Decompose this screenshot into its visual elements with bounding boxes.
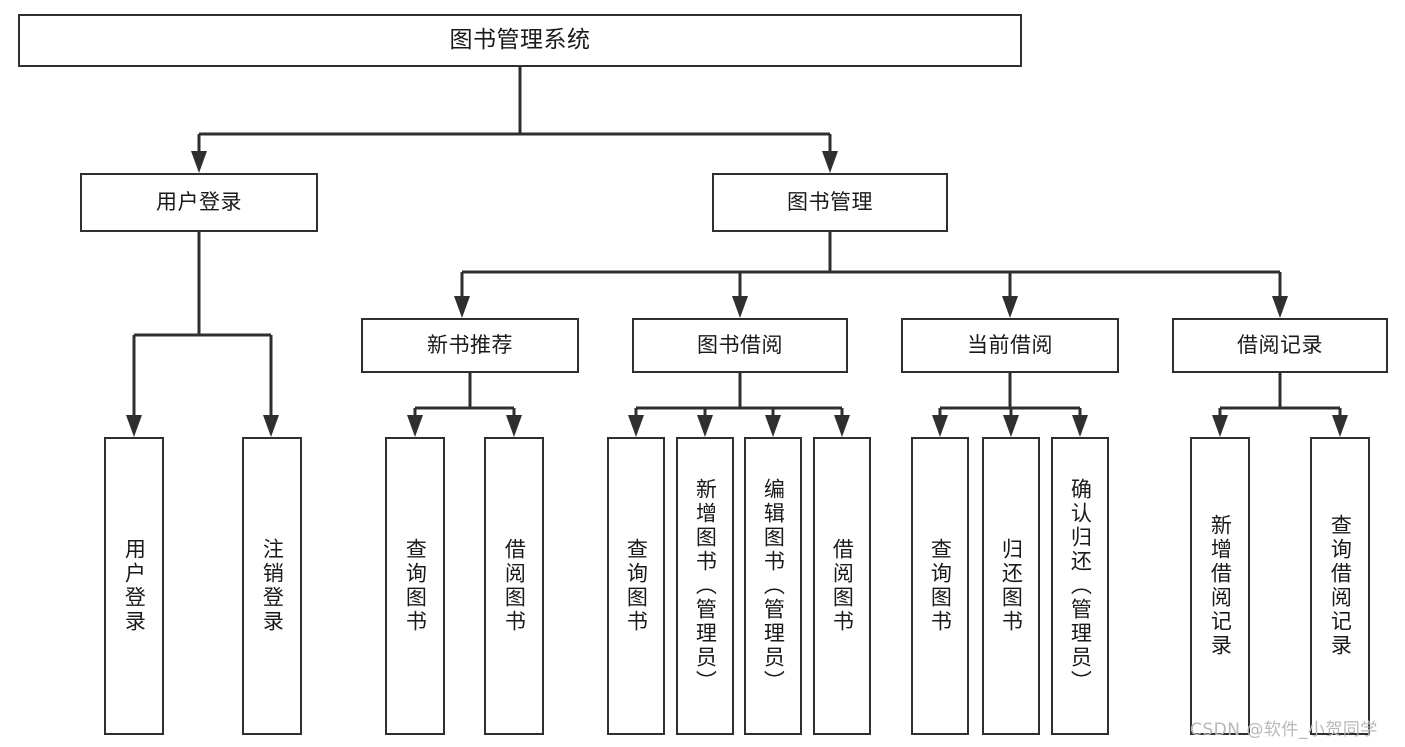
node-label: 确认归还（管理员） xyxy=(1068,478,1093,694)
new-book-rec-arrow-1 xyxy=(506,415,522,437)
node-borrow-record[interactable]: 借阅记录 xyxy=(1172,318,1388,373)
leaf-node-leaf-borrow-book-rec[interactable]: 借阅图书 xyxy=(484,437,544,735)
node-label: 借阅记录 xyxy=(1237,332,1323,357)
node-label: 新增图书（管理员） xyxy=(693,478,718,694)
node-label: 查询图书 xyxy=(928,538,953,634)
book-borrow-arrow-1 xyxy=(697,415,713,437)
leaf-node-leaf-borrow-book[interactable]: 借阅图书 xyxy=(813,437,871,735)
borrow-record-arrow-1 xyxy=(1332,415,1348,437)
root-arrow-1 xyxy=(822,151,838,173)
user-login-arrow-1 xyxy=(263,415,279,437)
leaf-node-leaf-edit-book[interactable]: 编辑图书（管理员） xyxy=(744,437,802,735)
new-book-rec-arrow-0 xyxy=(407,415,423,437)
leaf-node-leaf-add-book[interactable]: 新增图书（管理员） xyxy=(676,437,734,735)
book-manage-arrow-1 xyxy=(732,296,748,318)
book-borrow-arrow-0 xyxy=(628,415,644,437)
node-label: 用户登录 xyxy=(122,538,147,634)
node-label: 查询图书 xyxy=(624,538,649,634)
leaf-node-leaf-query-record[interactable]: 查询借阅记录 xyxy=(1310,437,1370,735)
node-label: 查询借阅记录 xyxy=(1328,514,1353,658)
book-manage-arrow-3 xyxy=(1272,296,1288,318)
borrow-record-arrow-0 xyxy=(1212,415,1228,437)
node-label: 图书借阅 xyxy=(697,332,783,357)
node-new-book-rec[interactable]: 新书推荐 xyxy=(361,318,579,373)
node-root[interactable]: 图书管理系统 xyxy=(18,14,1022,67)
node-label: 借阅图书 xyxy=(502,538,527,634)
leaf-node-leaf-user-login[interactable]: 用户登录 xyxy=(104,437,164,735)
current-borrow-arrow-1 xyxy=(1003,415,1019,437)
node-label: 图书管理 xyxy=(787,189,873,214)
leaf-node-leaf-add-record[interactable]: 新增借阅记录 xyxy=(1190,437,1250,735)
node-label: 新书推荐 xyxy=(427,332,513,357)
node-book-borrow[interactable]: 图书借阅 xyxy=(632,318,848,373)
root-arrow-0 xyxy=(191,151,207,173)
leaf-node-leaf-query-book-cur[interactable]: 查询图书 xyxy=(911,437,969,735)
leaf-node-leaf-logout[interactable]: 注销登录 xyxy=(242,437,302,735)
node-label: 借阅图书 xyxy=(830,538,855,634)
book-borrow-arrow-2 xyxy=(765,415,781,437)
node-label: 查询图书 xyxy=(403,538,428,634)
book-borrow-arrow-3 xyxy=(834,415,850,437)
user-login-arrow-0 xyxy=(126,415,142,437)
leaf-node-leaf-query-book-borrow[interactable]: 查询图书 xyxy=(607,437,665,735)
current-borrow-arrow-0 xyxy=(932,415,948,437)
node-label: 用户登录 xyxy=(156,189,242,214)
book-manage-arrow-0 xyxy=(454,296,470,318)
book-manage-arrow-2 xyxy=(1002,296,1018,318)
node-label: 注销登录 xyxy=(260,538,285,634)
node-label: 图书管理系统 xyxy=(449,26,591,53)
leaf-node-leaf-return-book[interactable]: 归还图书 xyxy=(982,437,1040,735)
node-user-login[interactable]: 用户登录 xyxy=(80,173,318,232)
node-book-manage[interactable]: 图书管理 xyxy=(712,173,948,232)
current-borrow-arrow-2 xyxy=(1072,415,1088,437)
node-label: 归还图书 xyxy=(999,538,1024,634)
node-label: 编辑图书（管理员） xyxy=(761,478,786,694)
node-current-borrow[interactable]: 当前借阅 xyxy=(901,318,1119,373)
node-label: 当前借阅 xyxy=(967,332,1053,357)
leaf-node-leaf-confirm-return[interactable]: 确认归还（管理员） xyxy=(1051,437,1109,735)
node-label: 新增借阅记录 xyxy=(1208,514,1233,658)
leaf-node-leaf-query-book-rec[interactable]: 查询图书 xyxy=(385,437,445,735)
